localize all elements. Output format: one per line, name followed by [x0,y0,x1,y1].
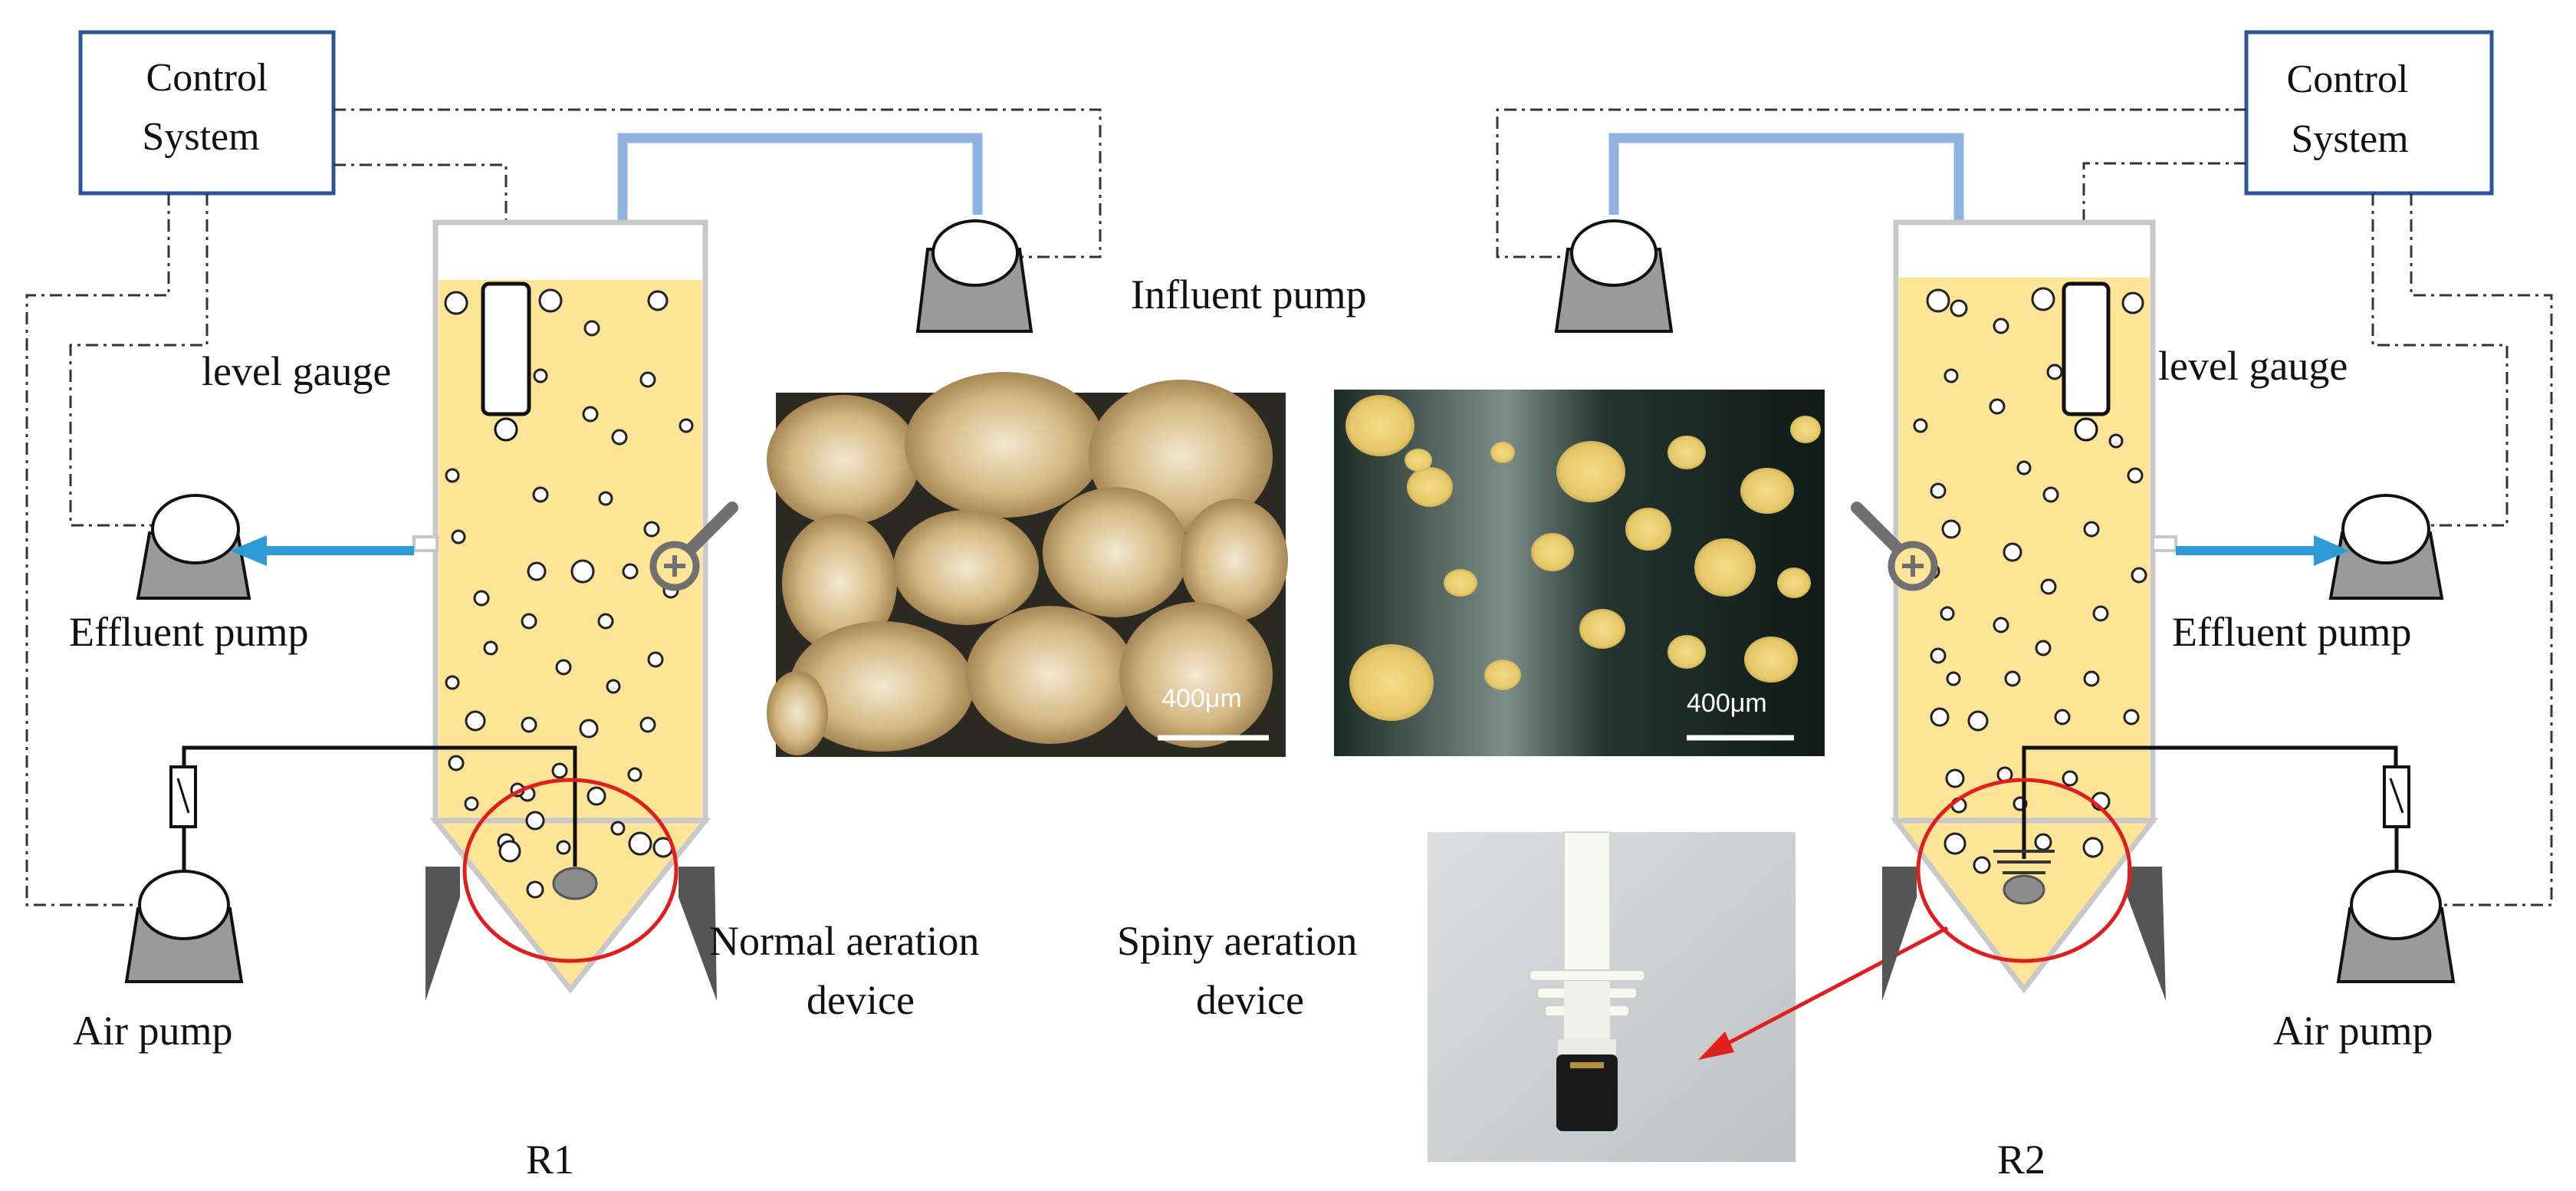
control-line-influent-pump [334,108,1102,258]
control-system-right: Control System [2244,30,2494,196]
magnifier-icon-r1 [649,502,738,591]
control-line-air-pump [25,193,170,906]
control-line-effluent-pump [69,193,209,527]
spiny-aeration-device-head [2003,874,2045,905]
control-system-right-label-line2: System [2291,117,2408,161]
control-line-air-pump-right [2410,193,2553,906]
bubbles-r2 [1913,287,2147,874]
level-gauge-float-r2 [2074,417,2098,442]
effluent-pump-left [136,494,251,600]
control-system-right-label-line1: Control [2287,58,2409,101]
air-pump-label-left: Air pump [73,1008,233,1054]
influent-pump-head-left [932,219,1019,287]
highlight-circle-r2 [1916,778,2132,963]
control-system-box [78,30,336,196]
air-line-r2 [2022,745,2398,859]
reactor-r2-leg-right [2128,867,2166,1001]
spiny-aeration-label-line1: Spiny aeration [1117,918,1357,964]
reactor-r2 [1851,219,2398,1001]
reactor-r1-leg-right [678,867,717,1001]
influent-pump-label: Influent pump [1131,271,1366,317]
reactor-r1-label: R1 [526,1137,574,1183]
level-gauge-r1 [481,281,531,416]
influent-pump-head-right [1570,219,1658,287]
scale-bar-label-r1: 400μm [1162,684,1242,713]
control-system-left: Control System [78,30,336,196]
air-pump-left [124,765,244,983]
outlet-nozzle-r2 [2151,535,2177,552]
bubbles-r1 [444,288,694,899]
effluent-pump-label-right: Effluent pump [2172,609,2411,655]
reactor-r2-liquid [1899,278,2150,821]
normal-aeration-label-line2: device [807,977,915,1023]
magnifier-icon-r2 [1851,502,1938,591]
air-pump-head-right [2350,870,2442,940]
reactor-r2-leg-left [1882,867,1917,1001]
reactor-r1-cone [429,818,711,994]
control-lines-left [25,108,1102,906]
air-pump-head-left [138,870,230,940]
effluent-arrowhead-right [2314,535,2350,566]
control-line-influent-pump-right [1496,108,2246,258]
normal-aeration-device [552,867,598,900]
control-system-label-line1: Control [146,56,268,100]
influent-pump-right [1554,219,1674,333]
spiny-aeration-device [1993,850,2055,874]
scale-bar-label-r2: 400μm [1687,689,1767,718]
pointer-arrowhead [1698,1031,1734,1060]
effluent-pump-head-right [2341,494,2430,564]
influent-pump-left [915,219,1033,333]
spiny-aeration-label-line2: device [1196,977,1304,1023]
air-line-r1 [182,745,577,867]
air-pump-label-right: Air pump [2273,1008,2433,1054]
pointer-arrow-line [1720,926,1949,1049]
highlight-circle-r1 [462,778,678,963]
level-gauge-float-r1 [494,417,518,442]
level-gauge-label-left: level gauge [202,348,391,394]
control-line-effluent-pump-right [2371,193,2509,527]
effluent-pump-head-left [151,494,240,564]
air-pump-right [2336,765,2456,983]
level-gauge-label-right: level gauge [2158,343,2348,389]
micrograph-r2-granules: 400μm [1334,390,1825,756]
reactor-r1-leg-left [426,867,460,1001]
control-system-label-line2: System [142,115,259,159]
air-flowmeter-left [169,765,197,828]
effluent-pump-right [2328,494,2444,600]
reactor-r2-label: R2 [1997,1137,2045,1183]
reactor-r1 [182,219,738,1001]
outlet-nozzle-r1 [412,535,439,552]
micrograph-r1-granules: 400μm [767,372,1288,757]
effluent-arrowhead-left [230,535,267,566]
normal-aeration-label-line1: Normal aeration [709,918,979,964]
spiny-aeration-device-photo [1428,831,1796,1162]
control-line-level-gauge [334,163,508,280]
level-gauge-r2 [2062,281,2111,416]
control-system-box-right [2244,30,2494,196]
effluent-pump-label-left: Effluent pump [69,609,308,655]
